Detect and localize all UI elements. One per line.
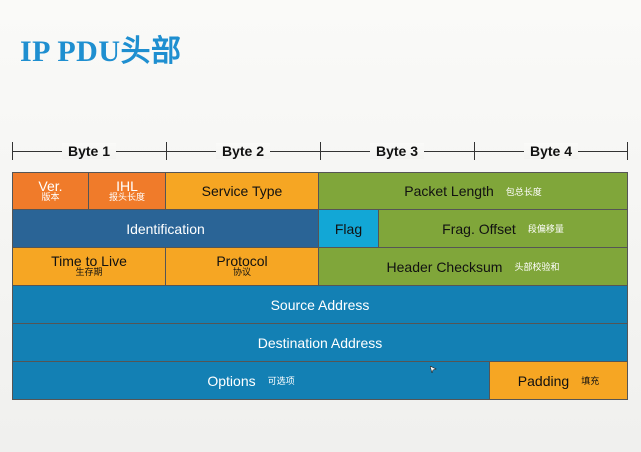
- field-frag-offset-label: Frag. Offset: [442, 220, 516, 237]
- field-time-to-live: Time to Live 生存期: [12, 247, 166, 286]
- slide-title: IP PDU头部: [20, 35, 182, 68]
- field-padding: Padding 填充: [489, 361, 628, 400]
- byte-ruler: Byte 1 Byte 2 Byte 3 Byte 4: [12, 140, 628, 162]
- byte-label-3: Byte 3: [369, 143, 425, 159]
- ruler-tick: [12, 142, 13, 160]
- field-packet-length-cn: 包总长度: [505, 187, 542, 198]
- field-packet-length: Packet Length 包总长度: [318, 172, 628, 210]
- field-ihl-label: IHL: [116, 177, 138, 194]
- byte-label-1: Byte 1: [61, 143, 117, 159]
- field-header-checksum-label: Header Checksum: [386, 258, 503, 275]
- field-header-checksum: Header Checksum 头部校验和: [318, 247, 628, 286]
- field-padding-cn: 填充: [581, 377, 600, 387]
- field-packet-length-label: Packet Length: [404, 183, 494, 199]
- field-service-type: Service Type: [165, 172, 319, 210]
- field-ver-cn: 版本: [41, 192, 60, 203]
- byte-label-2: Byte 2: [215, 143, 271, 159]
- field-time-to-live-cn: 生存期: [75, 268, 103, 279]
- field-identification-label: Identification: [126, 220, 205, 237]
- field-ihl-cn: 报头长度: [108, 192, 145, 203]
- field-protocol: Protocol 协议: [165, 247, 319, 286]
- field-options-label: Options: [207, 372, 256, 389]
- ruler-tick: [166, 142, 167, 160]
- field-frag-offset: Frag. Offset 段偏移量: [378, 209, 628, 248]
- field-flag-label: Flag: [334, 220, 363, 237]
- field-time-to-live-label: Time to Live: [51, 253, 127, 270]
- byte-label-4: Byte 4: [523, 143, 579, 159]
- field-destination-address: Destination Address: [12, 323, 628, 362]
- field-padding-label: Padding: [517, 372, 570, 389]
- field-options-cn: 可选项: [267, 377, 295, 387]
- mouse-pointer-icon: [430, 366, 437, 373]
- field-ver-label: Ver.: [38, 177, 63, 194]
- field-identification: Identification: [12, 209, 319, 248]
- field-flag: Flag: [318, 209, 379, 248]
- field-source-address-label: Source Address: [270, 296, 370, 313]
- ruler-tick: [474, 142, 475, 160]
- field-destination-address-label: Destination Address: [257, 334, 383, 351]
- field-frag-offset-cn: 段偏移量: [527, 225, 564, 235]
- field-ver: Ver. 版本: [12, 172, 89, 210]
- field-source-address: Source Address: [12, 285, 628, 324]
- ruler-tick: [320, 142, 321, 160]
- field-protocol-label: Protocol: [216, 253, 268, 270]
- field-header-checksum-cn: 头部校验和: [514, 263, 560, 273]
- field-protocol-cn: 协议: [232, 268, 251, 279]
- field-service-type-label: Service Type: [201, 183, 283, 199]
- ruler-tick: [627, 142, 628, 160]
- field-options: Options 可选项: [12, 361, 490, 400]
- field-ihl: IHL 报头长度: [88, 172, 166, 210]
